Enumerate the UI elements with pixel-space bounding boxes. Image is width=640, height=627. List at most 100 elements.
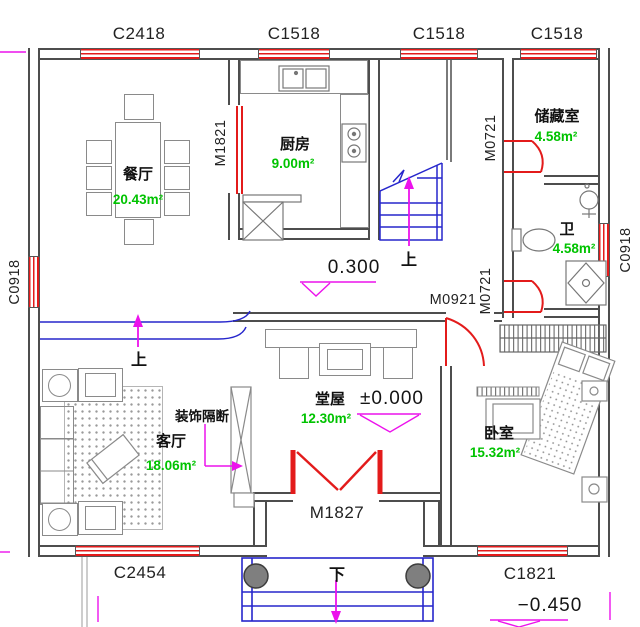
wall-bedroom-west [440,366,452,545]
armchair [78,501,123,535]
wall-kitchen-bottom [232,228,380,240]
door-m1821 [236,106,243,194]
wall-bath-bottom [544,308,610,318]
sofa [40,406,74,505]
wall-hall-front [253,492,293,502]
bath-sink [579,183,599,218]
wall-dining-kitchen [228,193,240,240]
ramp-steps [40,310,251,340]
stairwell-east-wall [446,60,452,162]
dining-chair [124,219,154,245]
window-label-c1518-kitchen: C1518 [267,24,321,43]
window-c2418 [80,48,200,60]
window-c1821 [477,545,568,557]
plant-icon [48,508,71,531]
hall-tea-table [319,343,371,376]
room-label-storage: 储藏室 [534,107,580,125]
window-label-c1821: C1821 [503,564,557,583]
room-label-living: 客厅 [155,432,186,450]
room-area-living: 18.06m² [145,457,197,473]
wall-bath-west [502,178,514,318]
up-label-ramp: 上 [130,352,147,369]
window-c1518-stair [400,48,478,60]
room-area-dining: 20.43m² [112,191,164,207]
dining-chair [86,140,112,164]
elevation-marker-ground [357,413,421,433]
kitchen-counter-right [340,94,369,228]
wall-porch-jog [423,502,440,545]
wall-right-outer [598,277,610,557]
room-area-kitchen: 9.00m² [271,155,315,171]
window-label-c2454: C2454 [113,563,167,582]
dining-chair [164,140,190,164]
door-label-m1821: M1821 [213,119,229,167]
down-label-porch: 下 [328,567,345,584]
wall-left-outer [28,48,40,256]
axis-extension-lines [81,557,88,627]
wall [423,545,477,557]
window-label-c0918-right: C0918 [618,227,634,273]
window-label-c1518-stair: C1518 [412,24,466,43]
dining-chair [164,192,190,216]
armchair-cushion [85,373,116,397]
elevation-marker-landing [300,281,376,297]
window-label-c0918-left: C0918 [7,259,23,305]
wall-hall-front [379,492,440,502]
wall-left-outer [28,308,40,557]
room-label-kitchen: 厨房 [279,135,310,153]
room-label-dining: 餐厅 [122,165,153,183]
room-area-storage: 4.58m² [534,128,578,144]
wall-hall-top [233,312,446,322]
window-c1518-storage [520,48,597,60]
room-area-bedroom: 15.32m² [469,444,521,460]
elevation-text-porch: −0.450 [517,595,583,616]
window-label-c2418: C2418 [112,24,166,43]
hall-tea-table-top [327,349,363,370]
wall [28,48,80,60]
wall-storage-west [502,58,514,178]
wardrobe [499,324,607,353]
wall [330,48,400,60]
wall-porch-jog [253,502,267,545]
room-label-bath: 卫 [559,220,575,238]
armchair-cushion [85,506,116,530]
bedside-mat [476,386,540,397]
wall-dining-kitchen [228,60,240,105]
decorative-partition [230,386,255,508]
dining-chair [124,94,154,120]
up-arrow-ramp [133,314,143,347]
dining-chair [86,166,112,190]
room-label-hall: 堂屋 [314,390,345,408]
up-label-stairs: 上 [400,252,417,269]
wall [200,545,267,557]
dining-chair [164,166,190,190]
plant-icon [48,374,71,397]
hall-chair [279,347,309,379]
hall-chair [383,347,413,379]
room-area-hall: 12.30m² [300,410,352,426]
door-m1827 [290,450,383,494]
wall-storage-bottom [544,175,610,185]
wall-kitchen-right [368,60,380,240]
up-arrow-stairs [404,176,414,246]
dining-table [115,122,161,218]
corner-stand [42,503,78,536]
elevation-marker-porch [490,619,568,627]
window-label-c1518-storage: C1518 [530,24,584,43]
dining-chair [86,192,112,216]
window-c0918-left [28,256,40,308]
down-arrow-porch [331,580,341,624]
wall [200,48,258,60]
wall-hall-top [494,312,502,322]
partition-leader-line [204,424,243,471]
partition-label: 装饰隔断 [175,409,229,424]
kitchen-counter-top [240,60,368,94]
room-label-bedroom: 卧室 [483,424,514,442]
window-c2454 [75,545,200,557]
wall [478,48,520,60]
elevation-text-landing: 0.300 [327,257,381,278]
armchair [78,368,123,402]
stairs [379,162,443,241]
corner-stand [42,369,78,402]
